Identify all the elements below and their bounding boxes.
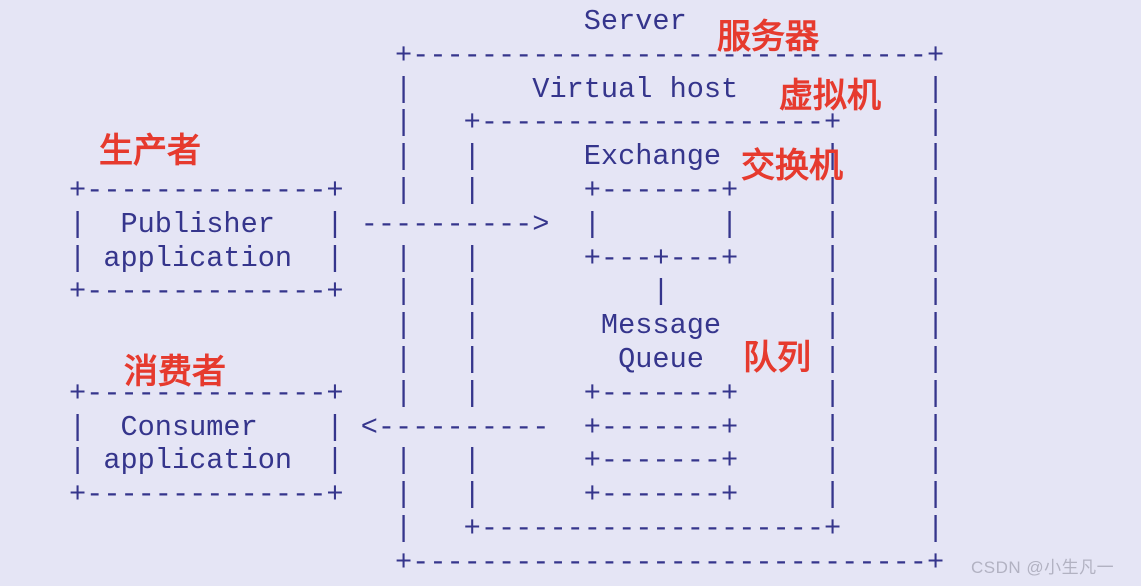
annotation-server: 服务器 xyxy=(717,18,819,56)
annotation-queue: 队列 xyxy=(743,339,811,377)
annotation-producer: 生产者 xyxy=(99,132,201,170)
annotation-virtual-host: 虚拟机 xyxy=(779,77,881,115)
annotation-exchange: 交换机 xyxy=(741,147,843,185)
csdn-watermark: CSDN @小生凡一 xyxy=(971,558,1115,577)
ascii-art-diagram: Server +------------------------------+ … xyxy=(69,5,945,579)
annotation-consumer: 消费者 xyxy=(124,353,226,391)
